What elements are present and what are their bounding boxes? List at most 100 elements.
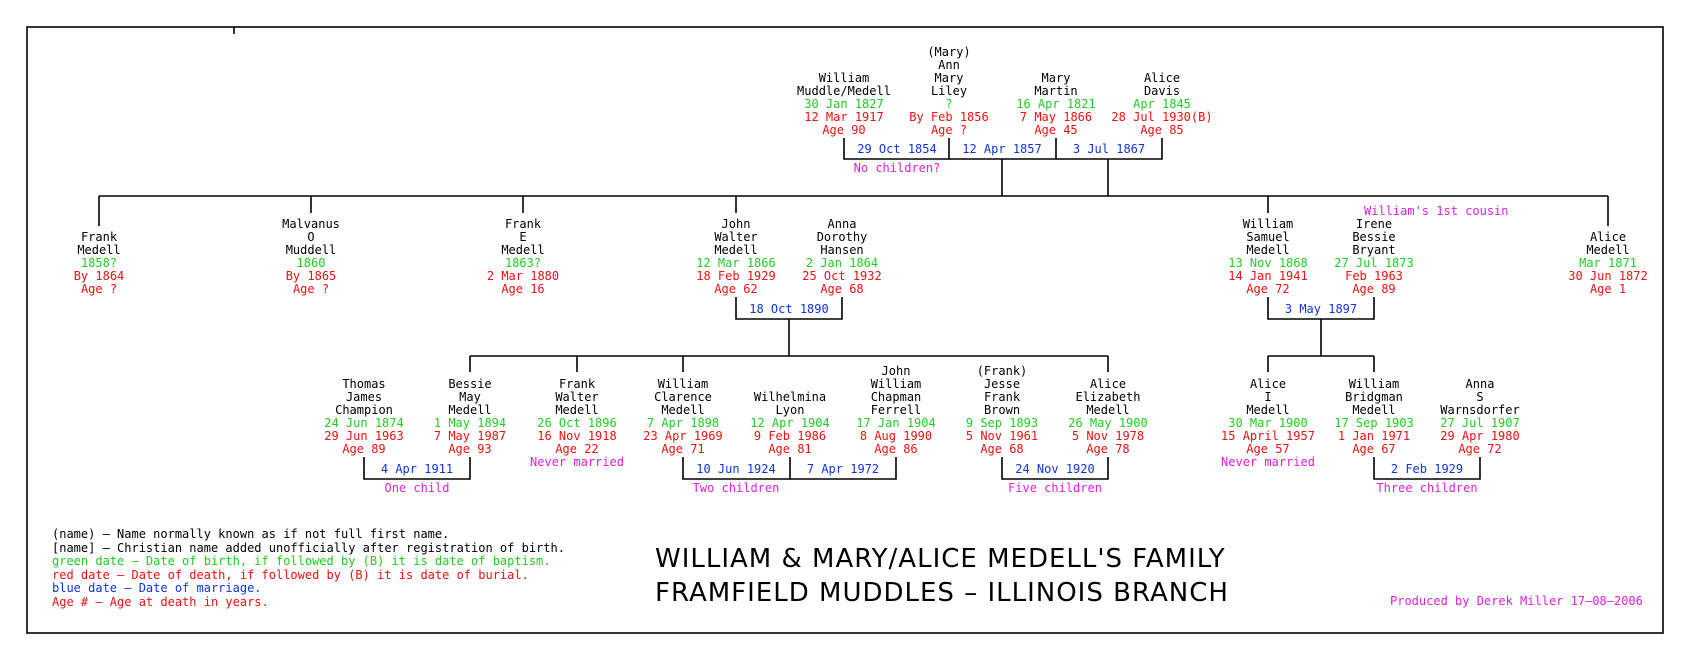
age: Age 57: [1246, 442, 1290, 456]
birth-date: 16 Apr 1821: [1016, 97, 1096, 111]
death-date: 5 Nov 1961: [965, 429, 1039, 443]
name-line: Medell: [1246, 403, 1290, 417]
name-line: John: [721, 217, 751, 231]
death-date: 29 Apr 1980: [1440, 429, 1520, 443]
death-date: By Feb 1856: [909, 110, 989, 124]
bracket-william-alicedavis: [1056, 138, 1163, 160]
legend-line: [name] – Christian name added unofficial…: [52, 540, 565, 555]
person-william-clarence: William Clarence Medell 7 Apr 1898 23 Ap…: [593, 378, 773, 456]
name-line: (Mary): [927, 45, 971, 59]
name-line: Anna: [1465, 377, 1495, 391]
birth-date: 30 Mar 1900: [1228, 416, 1308, 430]
name-line: O: [307, 230, 315, 244]
name-line: Alice: [1089, 377, 1127, 391]
name-line: Alice: [1143, 71, 1181, 85]
legend-line: (name) – Name normally known as if not f…: [52, 527, 450, 541]
bracket-william-maryann: [843, 138, 950, 160]
age: Age 67: [1352, 442, 1396, 456]
marriage-note: One child: [384, 481, 450, 495]
age: Age 72: [1458, 442, 1502, 456]
name-line: Frank: [983, 390, 1021, 404]
name-line: Samuel: [1246, 230, 1290, 244]
person-malvanus: Malvanus O Muddell 1860 By 1865 Age ?: [221, 218, 401, 296]
death-date: 14 Jan 1941: [1228, 269, 1308, 283]
birth-date: 1 May 1894: [433, 416, 507, 430]
border: [26, 26, 1664, 634]
never-married-note: Never married: [530, 455, 624, 469]
person-mary-ann: (Mary) Ann Mary Liley ? By Feb 1856 Age …: [859, 46, 1039, 137]
bracket-clarence-wilhelmina: [682, 457, 791, 480]
age: Age ?: [80, 282, 118, 296]
birth-date: 17 Jan 1904: [856, 416, 936, 430]
name-line: Frank: [558, 377, 596, 391]
age: Age 90: [822, 123, 866, 137]
name-line: Walter: [714, 230, 758, 244]
death-date: By 1865: [285, 269, 337, 283]
death-date: 5 Nov 1978: [1071, 429, 1145, 443]
birth-date: 27 Jul 1873: [1334, 256, 1414, 270]
birth-date: 1863?: [504, 256, 542, 270]
death-date: 7 May 1987: [433, 429, 507, 443]
name-line: Wilhelmina: [753, 390, 827, 404]
name-line: Thomas: [342, 377, 386, 391]
bracket-thomas-bessie: [363, 457, 471, 480]
name-line: Dorothy: [816, 230, 868, 244]
birth-date: 7 Apr 1898: [646, 416, 720, 430]
person-william-samuel: William Samuel Medell 13 Nov 1868 14 Jan…: [1178, 218, 1358, 296]
name-line: Mary: [1041, 71, 1071, 85]
marriage-note: Three children: [1376, 481, 1478, 495]
death-date: Feb 1963: [1345, 269, 1403, 283]
marriage-note: No children?: [853, 161, 941, 175]
name-line: Medell: [448, 403, 492, 417]
birth-date: 26 May 1900: [1068, 416, 1148, 430]
name-line: E: [519, 230, 527, 244]
name-line: Medell: [661, 403, 705, 417]
birth-date: 2 Jan 1864: [805, 256, 879, 270]
age: Age 16: [501, 282, 545, 296]
name-line: Medell: [714, 243, 758, 257]
age: Age 89: [342, 442, 386, 456]
name-line: Clarence: [654, 390, 712, 404]
birth-date: 9 Sep 1893: [965, 416, 1039, 430]
age: Age 62: [714, 282, 758, 296]
person-irene: William's 1st cousin Irene Bessie Bryant…: [1284, 205, 1508, 296]
name-line: S: [1476, 390, 1484, 404]
name-line: Frank: [80, 230, 118, 244]
birth-date: 13 Nov 1868: [1228, 256, 1308, 270]
legend-line: blue date – Date of marriage.: [52, 581, 262, 595]
name-line: Chapman: [870, 390, 922, 404]
birth-date: 1860: [296, 256, 326, 270]
birth-date: 12 Mar 1866: [696, 256, 776, 270]
legend: (name) – Name normally known as if not f…: [52, 527, 565, 609]
name-line: Medell: [1352, 403, 1396, 417]
person-thomas: Thomas James Champion 24 Jun 1874 29 Jun…: [274, 378, 454, 456]
name-line: Hansen: [820, 243, 864, 257]
legend-line: Age # – Age at death in years.: [52, 594, 269, 609]
person-john-walter: John Walter Medell 12 Mar 1866 18 Feb 19…: [646, 218, 826, 296]
name-line: Ferrell: [870, 403, 922, 417]
birth-date: 26 Oct 1896: [537, 416, 617, 430]
age: Age 81: [768, 442, 812, 456]
person-william: William Muddle/Medell 30 Jan 1827 12 Mar…: [754, 72, 934, 137]
marriage-date: 24 Nov 1920: [1015, 462, 1095, 476]
name-line: Anna: [827, 217, 857, 231]
age: Age 85: [1140, 123, 1184, 137]
name-line: Ann: [938, 58, 960, 72]
marriage-date: 2 Feb 1929: [1390, 462, 1464, 476]
marriage-note: Two children: [692, 481, 780, 495]
never-married-note: Never married: [1221, 455, 1315, 469]
name-line: Alice: [1589, 230, 1627, 244]
age: Age 22: [555, 442, 599, 456]
birth-date: 30 Jan 1827: [804, 97, 884, 111]
name-line: Medell: [555, 403, 599, 417]
marriage-note: Five children: [1008, 481, 1102, 495]
marriage-date: 3 May 1897: [1284, 302, 1358, 316]
death-date: 30 Jun 1872: [1568, 269, 1648, 283]
name-line: William: [1242, 217, 1294, 231]
age: Age 45: [1034, 123, 1078, 137]
name-line: Lyon: [775, 403, 805, 417]
title-line-2: FRAMFIELD MUDDLES – ILLINOIS BRANCH: [655, 578, 1229, 608]
death-date: 12 Mar 1917: [804, 110, 884, 124]
name-line: Elizabeth: [1075, 390, 1141, 404]
